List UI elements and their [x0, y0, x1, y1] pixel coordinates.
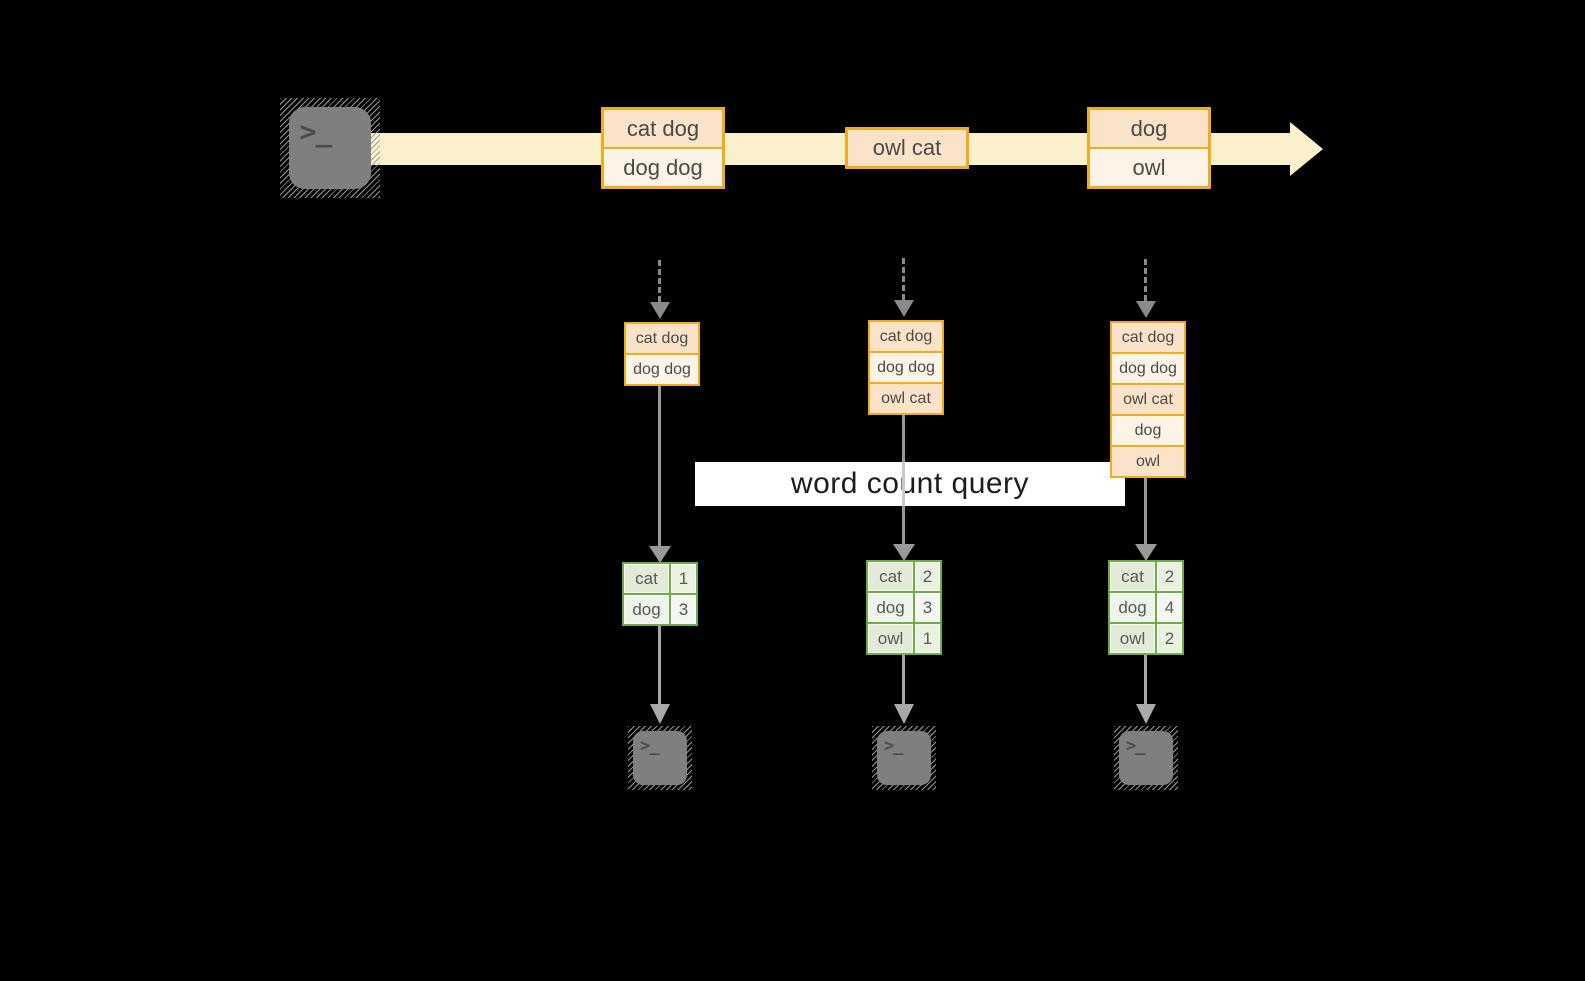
connector-line [658, 384, 661, 546]
query-band: word count query [695, 462, 1125, 506]
consumer-terminal-icon: >_ [628, 726, 692, 790]
terminal-prompt-glyph: >_ [640, 736, 660, 757]
connector-line [658, 626, 661, 704]
down-arrow-icon [894, 704, 914, 724]
record: dog dog [626, 353, 698, 384]
count-cell: 1 [915, 624, 940, 653]
count-table-2: cat 2 dog 3 owl 1 [866, 560, 942, 655]
record: owl cat [870, 382, 942, 413]
stream-batch-1: cat dog dog dog [601, 107, 725, 189]
word-cell: dog [624, 595, 669, 624]
count-table-1: cat 1 dog 3 [622, 562, 698, 626]
terminal-screen: >_ [633, 731, 687, 785]
accumulated-log-3: cat dog dog dog owl cat dog owl [1110, 321, 1186, 478]
dashed-arrow-line [658, 260, 661, 302]
dashed-arrow-line [1144, 259, 1147, 301]
connector-line-over-band [902, 462, 905, 506]
down-arrow-icon [893, 544, 915, 561]
terminal-prompt-glyph: >_ [299, 115, 333, 149]
dashed-arrow-line [902, 258, 905, 300]
word-cell: dog [868, 593, 913, 622]
record: dog dog [604, 147, 722, 186]
record: dog [1090, 110, 1208, 147]
accumulated-log-2: cat dog dog dog owl cat [868, 320, 944, 415]
record: owl cat [1112, 383, 1184, 414]
record: cat dog [626, 324, 698, 353]
terminal-screen: >_ [877, 731, 931, 785]
connector-line [1144, 476, 1147, 546]
down-arrow-icon [649, 546, 671, 563]
count-cell: 2 [1157, 624, 1182, 653]
word-cell: owl [1110, 624, 1155, 653]
connector-line [1144, 655, 1147, 704]
record: dog dog [1112, 352, 1184, 383]
terminal-prompt-glyph: >_ [1126, 736, 1146, 757]
count-cell: 3 [915, 593, 940, 622]
record: owl cat [848, 130, 966, 166]
word-cell: cat [1110, 562, 1155, 591]
record: owl [1090, 147, 1208, 186]
down-arrow-icon [1135, 544, 1157, 561]
terminal-prompt-glyph: >_ [884, 736, 904, 757]
record: cat dog [1112, 323, 1184, 352]
accumulated-log-1: cat dog dog dog [624, 322, 700, 386]
stream-arrowhead-icon [1290, 122, 1323, 176]
count-cell: 2 [915, 562, 940, 591]
terminal-screen: >_ [289, 107, 371, 189]
down-arrow-icon [894, 300, 914, 317]
record: cat dog [604, 110, 722, 147]
count-cell: 4 [1157, 593, 1182, 622]
record: cat dog [870, 322, 942, 351]
count-table-3: cat 2 dog 4 owl 2 [1108, 560, 1184, 655]
record: owl [1112, 445, 1184, 476]
record: dog [1112, 414, 1184, 445]
down-arrow-icon [650, 704, 670, 724]
count-cell: 2 [1157, 562, 1182, 591]
word-cell: cat [868, 562, 913, 591]
count-cell: 1 [671, 564, 696, 593]
down-arrow-icon [1136, 704, 1156, 724]
word-cell: owl [868, 624, 913, 653]
record: dog dog [870, 351, 942, 382]
down-arrow-icon [1136, 301, 1156, 318]
consumer-terminal-icon: >_ [1114, 726, 1178, 790]
terminal-screen: >_ [1119, 731, 1173, 785]
stream-batch-2: owl cat [845, 127, 969, 169]
stream-batch-3: dog owl [1087, 107, 1211, 189]
consumer-terminal-icon: >_ [872, 726, 936, 790]
query-label: word count query [790, 467, 1030, 500]
word-cell: cat [624, 564, 669, 593]
producer-terminal-icon: >_ [280, 98, 380, 198]
count-cell: 3 [671, 595, 696, 624]
down-arrow-icon [650, 302, 670, 319]
word-cell: dog [1110, 593, 1155, 622]
connector-line [902, 655, 905, 704]
